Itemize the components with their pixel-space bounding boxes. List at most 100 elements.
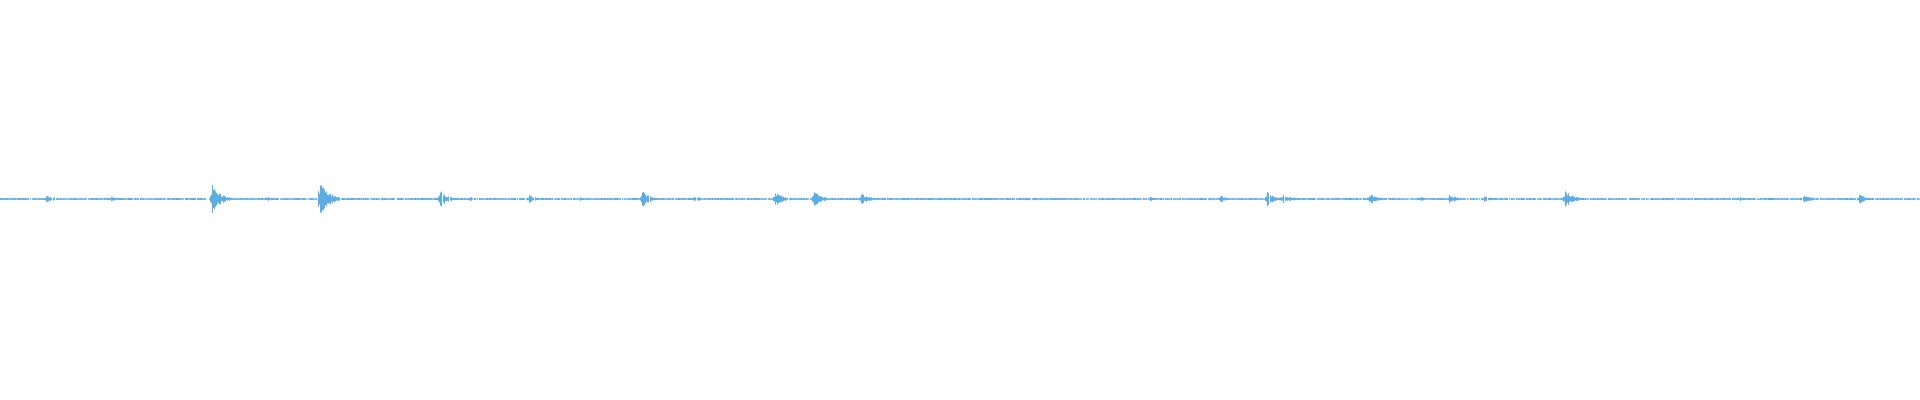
- waveform-sample-bar: [708, 198, 709, 200]
- waveform-sample-bar: [460, 198, 461, 201]
- waveform-sample-bar: [1664, 198, 1665, 200]
- waveform-sample-bar: [1364, 198, 1365, 200]
- waveform-sample-bar: [1574, 196, 1575, 202]
- waveform-sample-bar: [803, 197, 804, 200]
- waveform-sample-bar: [323, 187, 324, 211]
- waveform-sample-bar: [856, 198, 857, 200]
- waveform-sample-bar: [1294, 197, 1295, 201]
- waveform-sample-bar: [316, 197, 317, 200]
- waveform-sample-bar: [1544, 198, 1545, 200]
- waveform-sample-bar: [1241, 198, 1242, 201]
- waveform-sample-bar: [1073, 198, 1074, 200]
- waveform-sample-bar: [1343, 198, 1344, 200]
- waveform-sample-bar: [615, 197, 616, 201]
- waveform-sample-bar: [126, 198, 127, 200]
- waveform-sample-bar: [1552, 198, 1553, 200]
- waveform-sample-bar: [328, 195, 329, 204]
- waveform-sample-bar: [1513, 198, 1514, 200]
- waveform-sample-bar: [44, 198, 45, 200]
- waveform-sample-bar: [1209, 198, 1210, 200]
- waveform-sample-bar: [1687, 198, 1688, 200]
- waveform-sample-bar: [263, 198, 264, 200]
- waveform-sample-bar: [1786, 198, 1787, 200]
- waveform-sample-bar: [201, 197, 202, 200]
- waveform-sample-bar: [1669, 197, 1670, 201]
- waveform-sample-bar: [1592, 198, 1593, 200]
- waveform-sample-bar: [1528, 198, 1529, 200]
- waveform-sample-bar: [1682, 197, 1683, 200]
- waveform-sample-bar: [441, 191, 442, 207]
- waveform-sample-bar: [324, 189, 325, 209]
- waveform-sample-bar: [96, 198, 97, 200]
- waveform-sample-bar: [845, 198, 846, 200]
- waveform-sample-bar: [1809, 197, 1810, 201]
- waveform-sample-bar: [1740, 197, 1741, 201]
- waveform-sample-bar: [1895, 198, 1896, 200]
- waveform-sample-bar: [1407, 198, 1408, 200]
- waveform-sample-bar: [1588, 198, 1589, 200]
- waveform-sample-bar: [1850, 198, 1851, 200]
- waveform-sample-bar: [915, 197, 916, 200]
- waveform-sample-bar: [1600, 198, 1601, 200]
- waveform-sample-bar: [1770, 197, 1771, 201]
- waveform-sample-bar: [119, 197, 120, 201]
- waveform-sample-bar: [1769, 198, 1770, 200]
- waveform-sample-bar: [244, 198, 245, 200]
- waveform-sample-bar: [1353, 198, 1354, 200]
- waveform-sample-bar: [1701, 198, 1702, 200]
- waveform-sample-bar: [415, 197, 416, 200]
- waveform-sample-bar: [1554, 198, 1555, 200]
- waveform-sample-bar: [540, 198, 541, 200]
- waveform-sample-bar: [1397, 198, 1398, 200]
- waveform-sample-bar: [1177, 198, 1178, 200]
- waveform-sample-bar: [639, 198, 640, 200]
- waveform-sample-bar: [628, 198, 629, 200]
- waveform-sample-bar: [1036, 198, 1037, 200]
- waveform-sample-bar: [1023, 198, 1024, 200]
- waveform-sample-bar: [461, 197, 462, 201]
- waveform-sample-bar: [773, 196, 774, 202]
- waveform-sample-bar: [1301, 198, 1302, 200]
- waveform-sample-bar: [1462, 198, 1463, 200]
- waveform-sample-bar: [713, 198, 714, 200]
- waveform-sample-bar: [393, 198, 394, 200]
- waveform-sample-bar: [1309, 198, 1310, 201]
- waveform-sample-bar: [1384, 198, 1385, 200]
- waveform-sample-bar: [5, 198, 6, 200]
- waveform-sample-bar: [1352, 198, 1353, 200]
- waveform-sample-bar: [399, 198, 400, 200]
- waveform-sample-bar: [1736, 198, 1737, 200]
- waveform-sample-bar: [551, 198, 552, 200]
- waveform-sample-bar: [813, 195, 814, 203]
- waveform-sample-bar: [1000, 198, 1001, 200]
- waveform-sample-bar: [82, 198, 83, 200]
- waveform-sample-bar: [814, 192, 815, 206]
- waveform-sample-bar: [1246, 197, 1247, 200]
- waveform-sample-bar: [1873, 198, 1874, 200]
- waveform-sample-bar: [1376, 197, 1377, 201]
- waveform-sample-bar: [1777, 198, 1778, 201]
- waveform-sample-bar: [1418, 198, 1419, 200]
- waveform-sample-bar: [1402, 198, 1403, 200]
- waveform-sample-bar: [916, 198, 917, 200]
- waveform-sample-bar: [1150, 197, 1151, 201]
- waveform-sample-bar: [1836, 198, 1837, 200]
- waveform-sample-bar: [333, 196, 334, 202]
- waveform-sample-bar: [1743, 197, 1744, 201]
- waveform-sample-bar: [868, 197, 869, 201]
- waveform-sample-bar: [1168, 198, 1169, 200]
- waveform-sample-bar: [862, 194, 863, 204]
- waveform-sample-bar: [398, 197, 399, 200]
- waveform-sample-bar: [1129, 198, 1130, 200]
- waveform-sample-bar: [700, 197, 701, 201]
- waveform-sample-bar: [1321, 198, 1322, 200]
- waveform-sample-bar: [1811, 197, 1812, 201]
- waveform-sample-bar: [484, 198, 485, 200]
- waveform-sample-bar: [1326, 198, 1327, 200]
- waveform-sample-bar: [1830, 198, 1831, 200]
- waveform-sample-bar: [463, 198, 464, 200]
- waveform-sample-bar: [694, 197, 695, 201]
- waveform-sample-bar: [1394, 198, 1395, 200]
- waveform-sample-bar: [908, 198, 909, 200]
